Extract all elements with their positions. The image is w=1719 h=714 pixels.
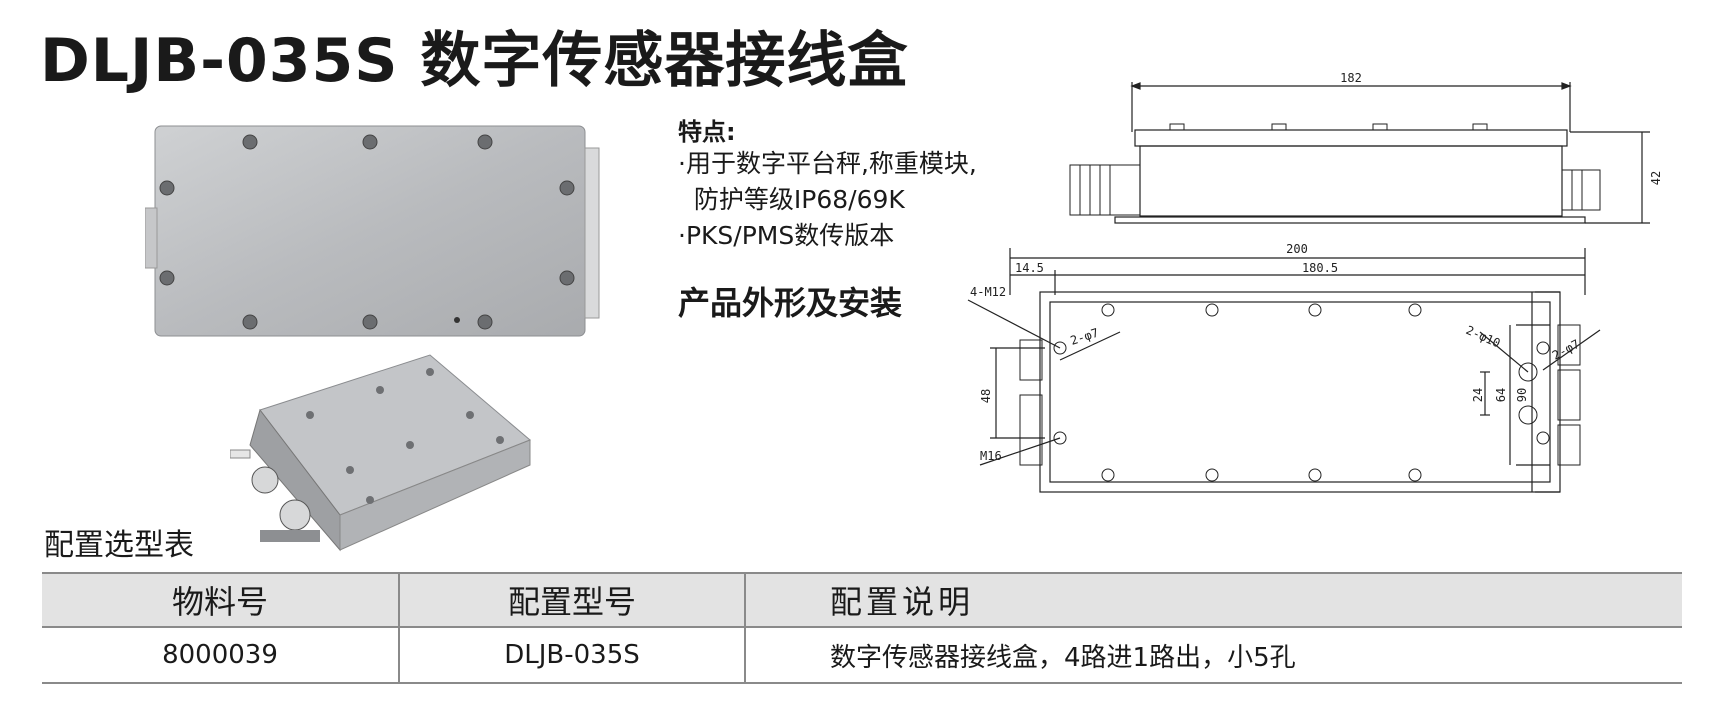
config-table-heading: 配置选型表 xyxy=(44,528,194,563)
product-photo-top xyxy=(145,125,600,337)
feature-item: ·PKS/PMS数传版本 xyxy=(678,221,895,250)
features-list: ·用于数字平台秤,称重模块, 防护等级IP68/69K ·PKS/PMS数传版本 xyxy=(678,146,977,254)
label-gland-hole-right: 2-φ7 xyxy=(1550,337,1582,363)
page-title: DLJB-035S 数字传感器接线盒 xyxy=(40,26,909,96)
label-hole-m12: 4-M12 xyxy=(970,285,1006,299)
cell-part-no: 8000039 xyxy=(42,627,400,684)
cell-description: 数字传感器接线盒，4路进1路出，小5孔 xyxy=(745,627,1682,684)
dim-top-offset: 14.5 xyxy=(1015,261,1044,275)
config-table: 物料号 配置型号 配置说明 8000039 DLJB-035S 数字传感器接线盒… xyxy=(42,572,1682,684)
features-heading: 特点: xyxy=(678,118,736,146)
table-header-row: 物料号 配置型号 配置说明 xyxy=(42,572,1682,628)
column-header: 配置型号 xyxy=(399,572,746,628)
column-header: 物料号 xyxy=(42,572,400,628)
technical-drawing: 182 42 200 14.5 180.5 xyxy=(967,71,1663,493)
feature-item: ·用于数字平台秤,称重模块, xyxy=(678,149,977,178)
label-gland-hole-left: 2-φ7 xyxy=(1069,326,1101,348)
dim-64: 64 xyxy=(1494,388,1508,402)
dim-48: 48 xyxy=(979,389,993,403)
dim-24: 24 xyxy=(1471,388,1485,402)
feature-item: 防护等级IP68/69K xyxy=(678,185,905,214)
label-hole-10: 2-φ10 xyxy=(1464,323,1503,350)
shape-heading: 产品外形及安装 xyxy=(678,284,903,322)
label-gland-m16: M16 xyxy=(980,449,1002,463)
top-view-drawing: 200 14.5 180.5 4-M12 2-φ7 M16 48 2-φ10 2… xyxy=(967,242,1601,493)
dim-90: 90 xyxy=(1515,388,1529,402)
cell-model: DLJB-035S xyxy=(399,627,746,684)
dim-top-total: 200 xyxy=(1286,242,1308,256)
dim-side-height: 42 xyxy=(1649,171,1663,185)
table-row: 8000039 DLJB-035S 数字传感器接线盒，4路进1路出，小5孔 xyxy=(42,627,1682,684)
column-header: 配置说明 xyxy=(745,572,1682,628)
dim-side-width: 182 xyxy=(1340,71,1362,85)
product-photo-perspective xyxy=(230,354,531,552)
dim-top-inner: 180.5 xyxy=(1302,261,1338,275)
side-view-drawing: 182 42 xyxy=(1069,71,1663,224)
